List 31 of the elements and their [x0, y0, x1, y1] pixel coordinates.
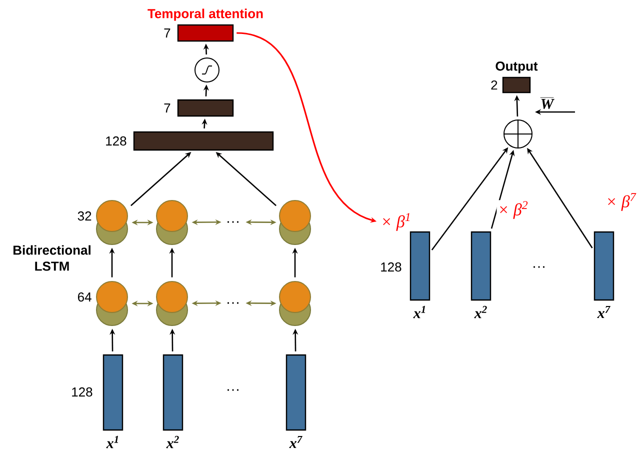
layer-caption: Bidirectional LSTM: [14, 245, 90, 271]
lstm-cell: [156, 200, 188, 245]
input-label: x$^{2}$: [474, 306, 487, 318]
size-label: 64: [78, 292, 92, 302]
lstm-cell: [279, 281, 311, 326]
input-label: x$^{2}$: [166, 436, 179, 448]
weight-label: × β$^{1}$: [383, 213, 410, 231]
sigmoid-circle: [194, 58, 220, 82]
size-label: 128: [106, 136, 126, 146]
input-label: x$^{1}$: [106, 436, 118, 448]
edge-label: × β$^{7}$: [604, 192, 638, 212]
sum-circle: [503, 119, 533, 149]
input-label: x$^{1}$: [413, 306, 426, 318]
heading: Output: [496, 62, 538, 74]
size-label: 2: [491, 80, 498, 90]
size-label: 7: [164, 104, 170, 112]
ellipsis: …: [534, 266, 544, 268]
input-label: x$^{7}$: [597, 306, 610, 318]
input-label: x$^{7}$: [289, 436, 302, 448]
size-label: 32: [78, 211, 92, 221]
size-label: 7: [164, 28, 170, 38]
size-label: 128: [381, 262, 402, 272]
weight-label: W: [540, 97, 555, 110]
ellipsis: …: [228, 221, 238, 223]
heading: Temporal attention: [148, 8, 263, 21]
ellipsis: …: [228, 389, 238, 391]
lstm-cell: [156, 281, 188, 326]
size-label: 128: [72, 387, 92, 397]
ellipsis: …: [228, 302, 238, 304]
edge-label: × β$^{2}$: [496, 200, 530, 220]
lstm-cell: [279, 200, 311, 245]
